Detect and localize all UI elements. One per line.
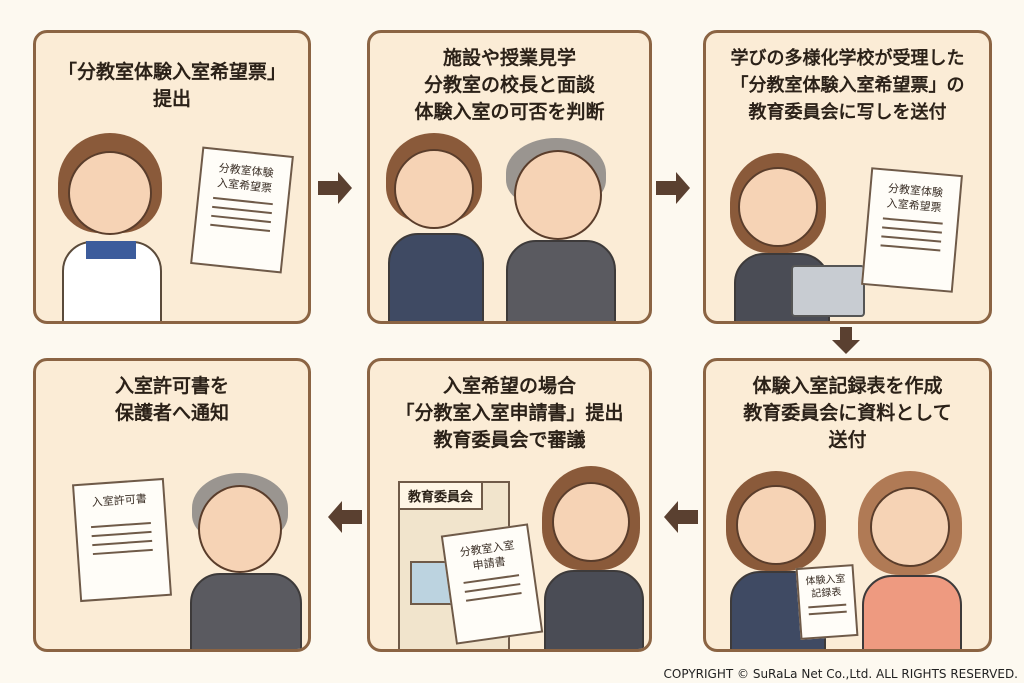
- student-illustration: [382, 133, 502, 321]
- arrow-down-icon: [832, 327, 860, 354]
- title-line: 分教室の校長と面談: [423, 74, 595, 96]
- step-3-panel: 学びの多様化学校が受理した 「分教室体験入室希望票」の 教育委員会に写しを送付 …: [703, 30, 992, 324]
- step-1-title: 「分教室体験入室希望票」 提出: [36, 59, 308, 113]
- doc-label: 入室許可書: [91, 492, 148, 509]
- staff-illustration: [540, 466, 649, 649]
- arrow-left-icon: [664, 501, 698, 533]
- title-line: 施設や授業見学: [442, 47, 576, 69]
- title-line: 「分教室体験入室希望票」の: [730, 75, 965, 96]
- title-line: 送付: [828, 429, 867, 451]
- title-line: 教育委員会に資料として: [743, 402, 952, 424]
- admission-permit-document: 入室許可書: [71, 477, 173, 603]
- principal-illustration: [500, 138, 630, 321]
- laptop-illustration: [791, 265, 865, 317]
- admission-application-document: 分教室入室 申請書: [440, 523, 544, 645]
- title-line: 体験入室記録表を作成: [752, 375, 943, 397]
- arrow-right-icon: [656, 172, 690, 204]
- step-4-title: 体験入室記録表を作成 教育委員会に資料として 送付: [706, 373, 989, 454]
- title-line: 「分教室入室申請書」提出: [395, 402, 624, 424]
- application-form-copy-document: 分教室体験 入室希望票: [861, 167, 963, 293]
- title-line: 入室許可書を: [114, 375, 229, 397]
- title-line: 学びの多様化学校が受理した: [730, 48, 965, 69]
- trial-record-document: 体験入室 記録表: [795, 564, 859, 640]
- board-of-education-sign: 教育委員会: [398, 481, 484, 510]
- title-line: 保護者へ通知: [114, 402, 229, 424]
- title-line: 「分教室体験入室希望票」: [57, 61, 286, 83]
- application-form-document: 分教室体験 入室希望票: [190, 146, 294, 274]
- principal-signing-illustration: [186, 473, 306, 649]
- arrow-left-icon: [328, 501, 362, 533]
- step-5-title: 入室希望の場合 「分教室入室申請書」提出 教育委員会で審議: [370, 373, 649, 454]
- step-4-panel: 体験入室記録表を作成 教育委員会に資料として 送付 体験入室 記録表: [703, 358, 992, 652]
- arrow-right-icon: [318, 172, 352, 204]
- copyright-text: COPYRIGHT © SuRaLa Net Co.,Ltd. ALL RIGH…: [663, 667, 1018, 681]
- title-line: 提出: [152, 88, 191, 110]
- step-6-panel: 入室許可書を 保護者へ通知 入室許可書: [33, 358, 311, 652]
- step-5-panel: 入室希望の場合 「分教室入室申請書」提出 教育委員会で審議 教育委員会 分教室入…: [367, 358, 652, 652]
- student-girl-illustration: [56, 133, 186, 321]
- title-line: 体験入室の可否を判断: [414, 101, 605, 123]
- step-2-title: 施設や授業見学 分教室の校長と面談 体験入室の可否を判断: [370, 45, 649, 126]
- step-1-panel: 「分教室体験入室希望票」 提出 分教室体験 入室希望票: [33, 30, 311, 324]
- step-3-title: 学びの多様化学校が受理した 「分教室体験入室希望票」の 教育委員会に写しを送付: [706, 45, 989, 126]
- title-line: 教育委員会に写しを送付: [748, 102, 947, 123]
- title-line: 入室希望の場合: [442, 375, 576, 397]
- title-line: 教育委員会で審議: [433, 429, 586, 451]
- step-6-title: 入室許可書を 保護者へ通知: [36, 373, 308, 427]
- step-2-panel: 施設や授業見学 分教室の校長と面談 体験入室の可否を判断: [367, 30, 652, 324]
- parent-illustration: [856, 471, 976, 649]
